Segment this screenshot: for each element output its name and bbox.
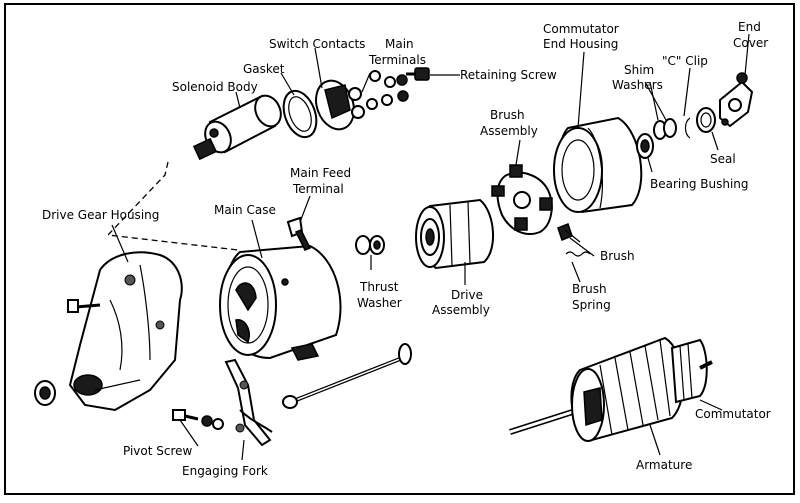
label-end-cover-line2: Cover bbox=[733, 36, 768, 50]
label-seal: Seal bbox=[710, 152, 736, 166]
assembly-guide-line bbox=[106, 161, 239, 251]
label-shim-washers-line2: Washers bbox=[612, 78, 663, 92]
label-pivot-screw: Pivot Screw bbox=[123, 444, 193, 458]
label-armature: Armature bbox=[636, 458, 692, 472]
label-solenoid-body: Solenoid Body bbox=[172, 80, 258, 94]
main-case-part bbox=[219, 244, 342, 361]
drive-assembly-part bbox=[415, 198, 495, 270]
label-commutator-end-housing-line1: Commutator bbox=[543, 22, 619, 36]
c-clip-part bbox=[684, 117, 691, 139]
label-brush: Brush bbox=[600, 249, 635, 263]
brush-assembly-part bbox=[491, 164, 553, 235]
label-main-terminals-line2: Terminals bbox=[368, 53, 426, 67]
label-thrust-washer-line1: Thrust bbox=[359, 280, 399, 294]
leader-lines bbox=[111, 33, 750, 461]
bearing-bushing-part bbox=[636, 133, 654, 159]
label-thrust-washer-line2: Washer bbox=[357, 296, 402, 310]
label-brush-assembly-line1: Brush bbox=[490, 108, 525, 122]
drive-gear-housing-part bbox=[68, 251, 183, 412]
commutator-end-housing-part bbox=[553, 116, 643, 214]
label-shim-washers-line1: Shim bbox=[624, 63, 654, 77]
label-main-feed-terminal-line1: Main Feed bbox=[290, 166, 351, 180]
thrust-washer-part bbox=[355, 235, 385, 255]
label-brush-spring-line2: Spring bbox=[572, 298, 611, 312]
switch-contacts-part bbox=[315, 79, 365, 131]
label-switch-contacts: Switch Contacts bbox=[269, 37, 365, 51]
pivot-screw-part bbox=[172, 409, 224, 430]
label-main-terminals-line1: Main bbox=[385, 37, 414, 51]
label-main-feed-terminal-line2: Terminal bbox=[292, 182, 344, 196]
label-main-case: Main Case bbox=[214, 203, 276, 217]
shim-washers-part bbox=[653, 118, 677, 140]
brush-part bbox=[557, 223, 581, 243]
main-terminals-part bbox=[366, 70, 409, 110]
engaging-fork-part bbox=[224, 358, 273, 447]
label-brush-assembly-line2: Assembly bbox=[480, 124, 538, 138]
housing-bolt-part bbox=[67, 299, 101, 313]
label-drive-assembly-line1: Drive bbox=[451, 288, 483, 302]
through-bolt-part bbox=[282, 343, 412, 409]
label-c-clip: "C" Clip bbox=[662, 54, 708, 68]
commutator-part bbox=[670, 338, 713, 404]
label-commutator: Commutator bbox=[695, 407, 771, 421]
housing-bushing-part bbox=[34, 380, 56, 406]
seal-part bbox=[696, 107, 716, 133]
label-commutator-end-housing-line2: End Housing bbox=[543, 37, 618, 51]
label-brush-spring-line1: Brush bbox=[572, 282, 607, 296]
armature-part bbox=[509, 336, 685, 442]
brush-spring-part bbox=[565, 251, 591, 257]
label-bearing-bushing: Bearing Bushing bbox=[650, 177, 749, 191]
label-gasket: Gasket bbox=[243, 62, 285, 76]
label-engaging-fork: Engaging Fork bbox=[182, 464, 268, 478]
label-end-cover-line1: End bbox=[738, 20, 761, 34]
label-drive-assembly-line2: Assembly bbox=[432, 303, 490, 317]
label-retaining-screw: Retaining Screw bbox=[460, 68, 557, 82]
retaining-screw-part bbox=[406, 67, 430, 81]
end-cover-part bbox=[719, 72, 754, 128]
solenoid-body-part bbox=[192, 94, 282, 161]
labels: Switch Contacts Main Terminals Gasket So… bbox=[42, 20, 771, 478]
main-feed-terminal-part bbox=[286, 216, 312, 251]
figure-border bbox=[4, 3, 795, 495]
label-drive-gear-housing: Drive Gear Housing bbox=[42, 208, 159, 222]
